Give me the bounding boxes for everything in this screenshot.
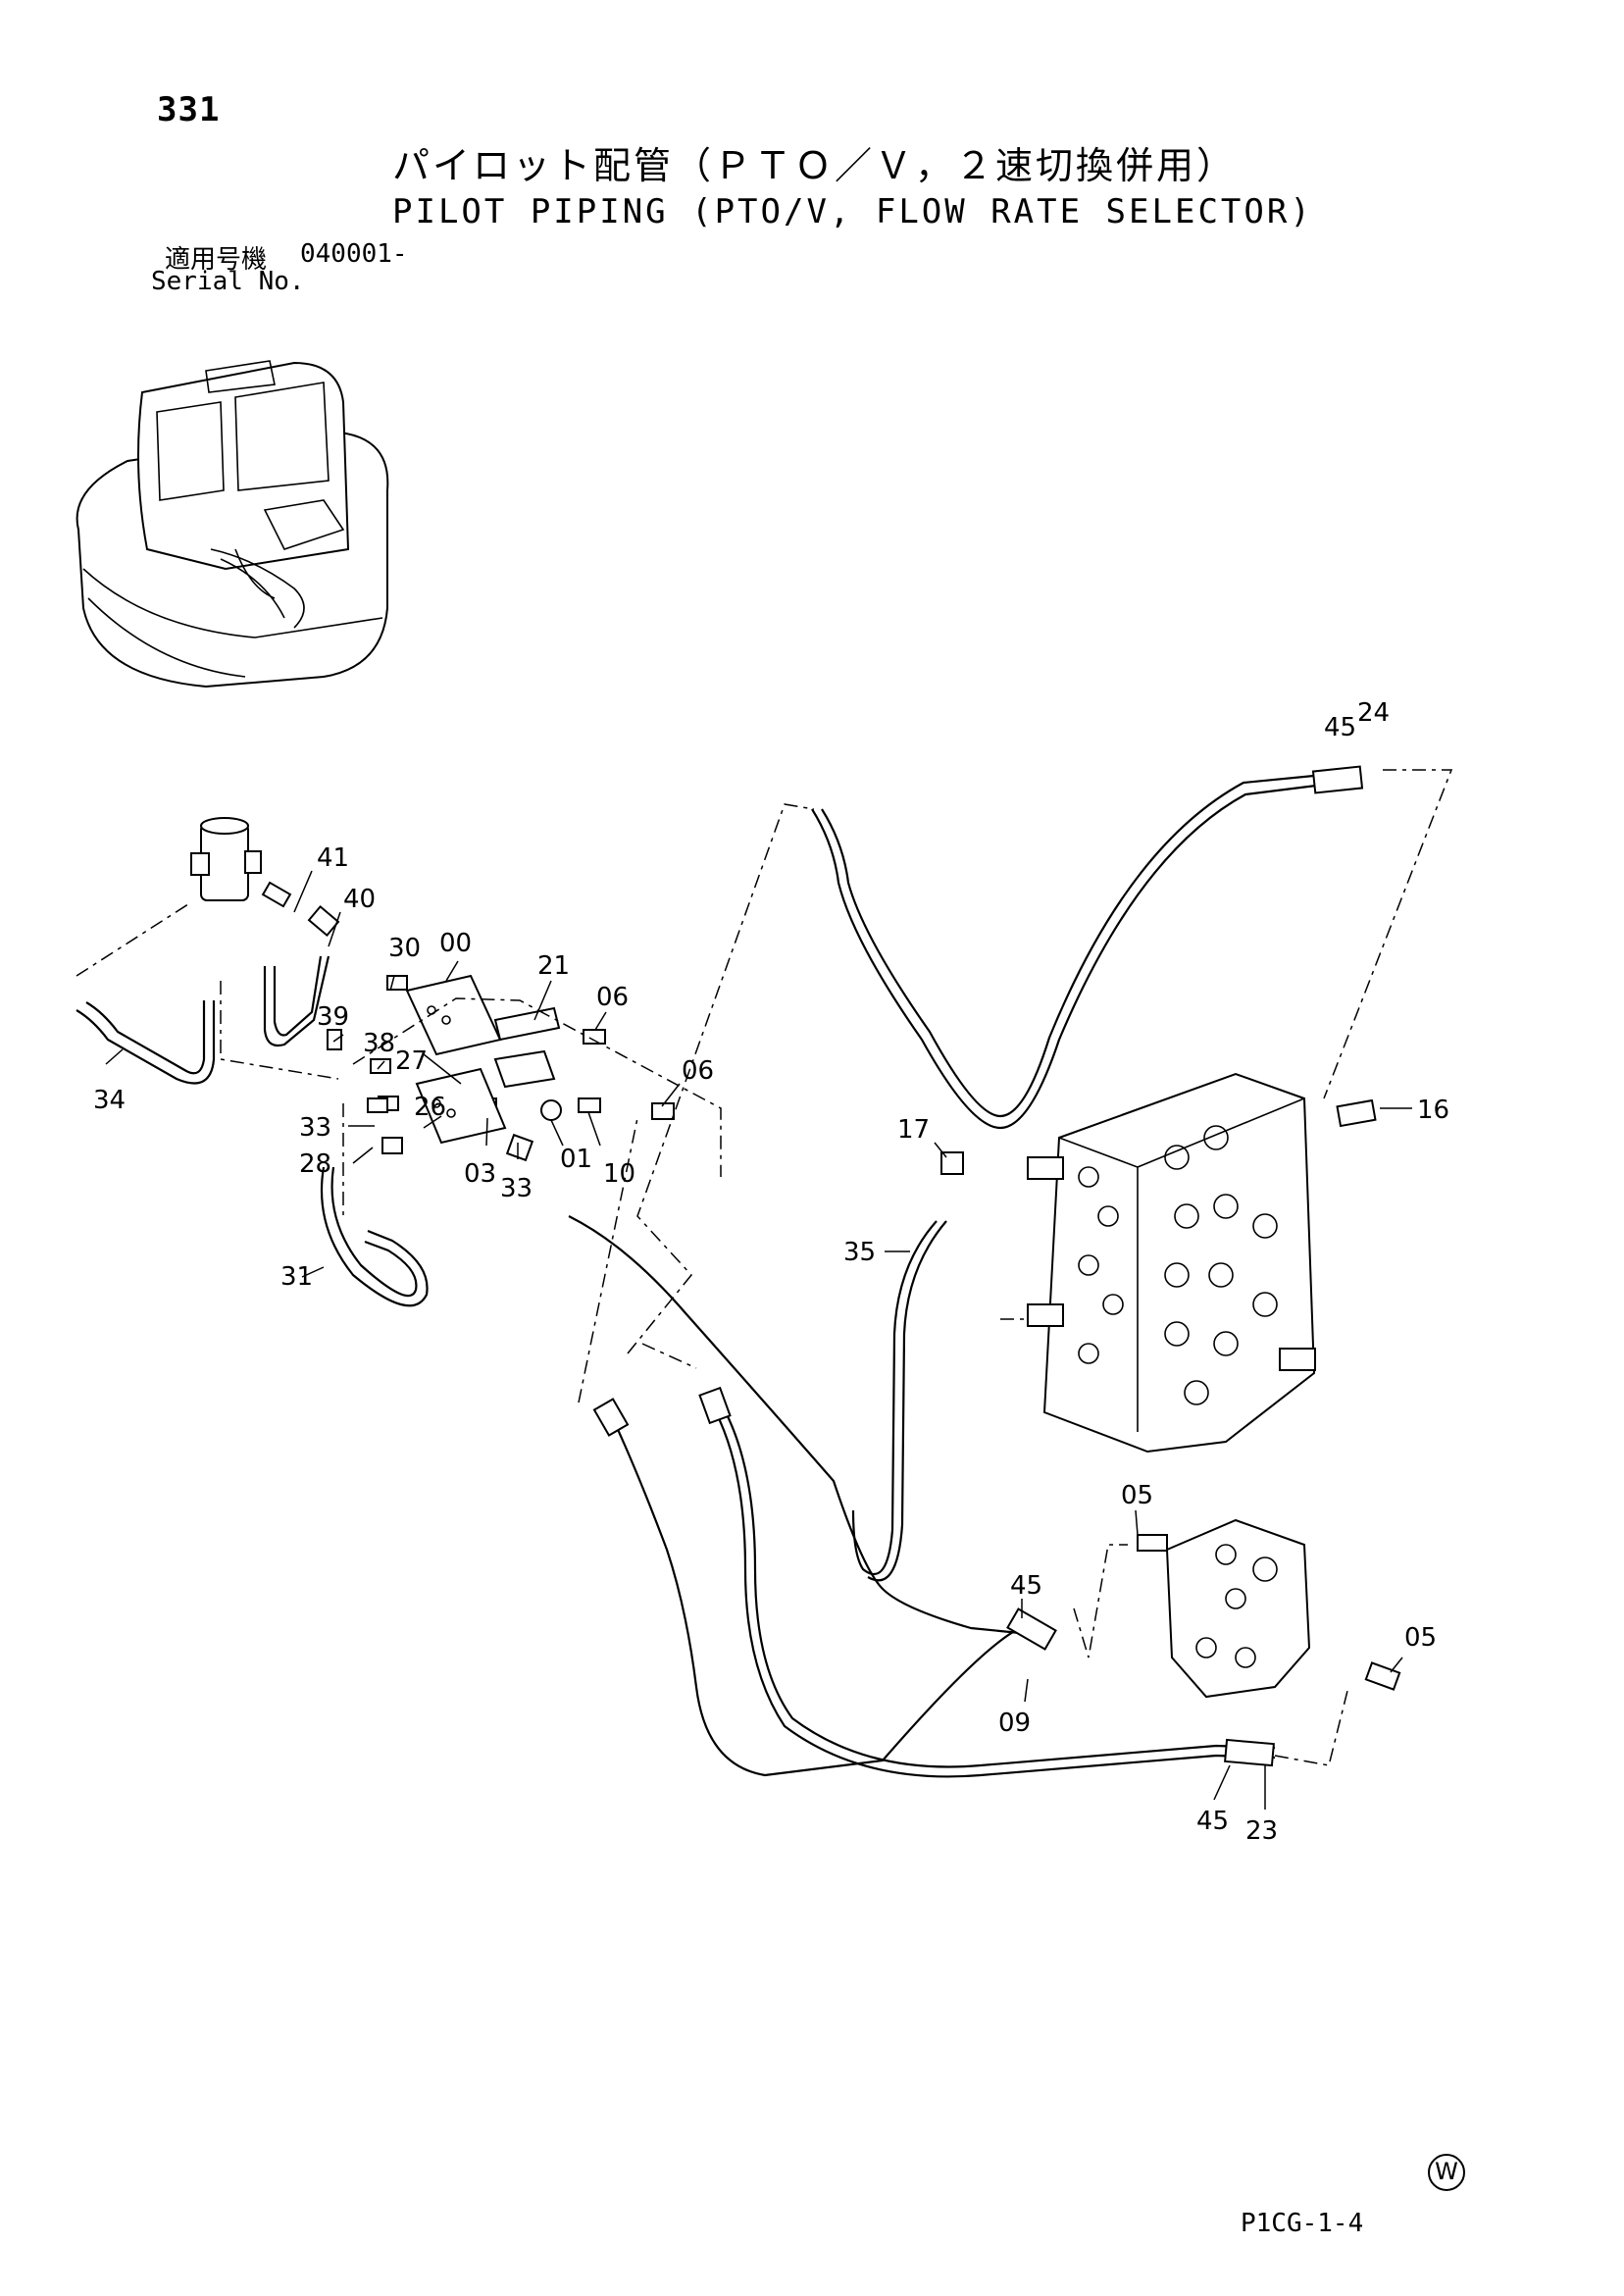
callout-05: 05 <box>1121 1481 1153 1510</box>
callout-00: 00 <box>439 929 472 958</box>
callout-03: 03 <box>464 1159 496 1189</box>
serial-label-english: Serial No. <box>151 267 305 296</box>
boundary-line <box>76 901 192 977</box>
callout-16: 16 <box>1417 1096 1449 1125</box>
callout-40: 40 <box>343 885 376 914</box>
boundary-line <box>1323 769 1453 1099</box>
callout-10: 10 <box>603 1159 635 1189</box>
callout-41: 41 <box>317 843 349 873</box>
hose-34-outline <box>85 1000 206 1075</box>
callout-24: 24 <box>1357 698 1390 728</box>
main-control-valve <box>1027 1072 1316 1454</box>
hose-45-upper-outline <box>821 773 1325 1118</box>
callout-39: 39 <box>317 1002 349 1032</box>
boundary-line <box>220 981 339 1080</box>
boundary-line <box>1000 1314 1031 1320</box>
fitting-left-end <box>592 1398 630 1437</box>
serial-label-japanese: 適用号機 <box>165 245 268 275</box>
page-title-japanese: パイロット配管（ＰＴＯ／Ｖ，２速切換併用） <box>392 144 1238 187</box>
callout-34: 34 <box>93 1086 126 1115</box>
drawing-code: P1CG-1-4 <box>1241 2209 1364 2238</box>
callout-38: 38 <box>363 1029 395 1058</box>
boundary-line <box>641 1343 697 1369</box>
callout-30: 30 <box>388 934 421 963</box>
callout-23: 23 <box>1245 1816 1278 1846</box>
callout-26: 26 <box>414 1093 446 1122</box>
hose-40-outline <box>273 955 323 1037</box>
fitting-23 <box>1224 1738 1275 1767</box>
solenoid-valve-block <box>405 974 561 1145</box>
fitting-17 <box>940 1151 964 1175</box>
page-title-english: PILOT PIPING (PTO/V, FLOW RATE SELECTOR) <box>392 192 1313 231</box>
valve-ports <box>1078 1125 1278 1405</box>
pilot-valve <box>190 817 262 901</box>
callout-09: 09 <box>998 1709 1031 1738</box>
callout-21: 21 <box>537 951 570 981</box>
callout-33: 33 <box>500 1174 533 1203</box>
hose-long-1 <box>568 1215 1021 1635</box>
leader-lines <box>105 870 1412 1810</box>
callout-31: 31 <box>280 1262 313 1292</box>
callout-06: 06 <box>596 983 629 1012</box>
hose-long-3 <box>715 1411 1276 1778</box>
page-number: 331 <box>157 90 221 129</box>
flow-rate-selector-valve <box>1137 1518 1401 1699</box>
callout-45: 45 <box>1324 713 1356 742</box>
hose-45-upper <box>811 783 1325 1130</box>
fitting-24 <box>1311 765 1364 794</box>
callout-45: 45 <box>1196 1807 1229 1836</box>
hose-long-3-outline <box>725 1411 1276 1768</box>
boundary-line <box>1274 1686 1349 1766</box>
excavator-thumbnail <box>76 360 389 689</box>
boundary-line <box>578 1117 638 1403</box>
hose-40 <box>263 955 330 1047</box>
boundary-line <box>627 803 815 1354</box>
callout-33: 33 <box>299 1113 331 1143</box>
callout-05: 05 <box>1404 1623 1437 1653</box>
brand-logo: W <box>1428 2154 1465 2191</box>
hose-long-2 <box>609 1411 1021 1777</box>
fitting-right-end <box>698 1386 732 1425</box>
fitting-16 <box>1336 1098 1377 1128</box>
callout-35: 35 <box>843 1238 876 1267</box>
serial-number-value: 040001- <box>300 239 408 269</box>
callout-45: 45 <box>1010 1571 1042 1601</box>
callout-28: 28 <box>299 1149 331 1179</box>
fitting-09 <box>1006 1607 1057 1651</box>
callout-01: 01 <box>560 1145 592 1174</box>
hose-31-outline <box>330 1166 418 1298</box>
callout-17: 17 <box>897 1115 930 1145</box>
hose-35-outline <box>867 1220 947 1582</box>
hose-35 <box>851 1220 938 1576</box>
hose-34 <box>76 1000 216 1085</box>
hose-31 <box>320 1166 429 1307</box>
callout-27: 27 <box>395 1046 428 1076</box>
boundary-line <box>1073 1544 1128 1658</box>
boundary-line <box>352 997 722 1177</box>
callout-06: 06 <box>682 1056 714 1086</box>
